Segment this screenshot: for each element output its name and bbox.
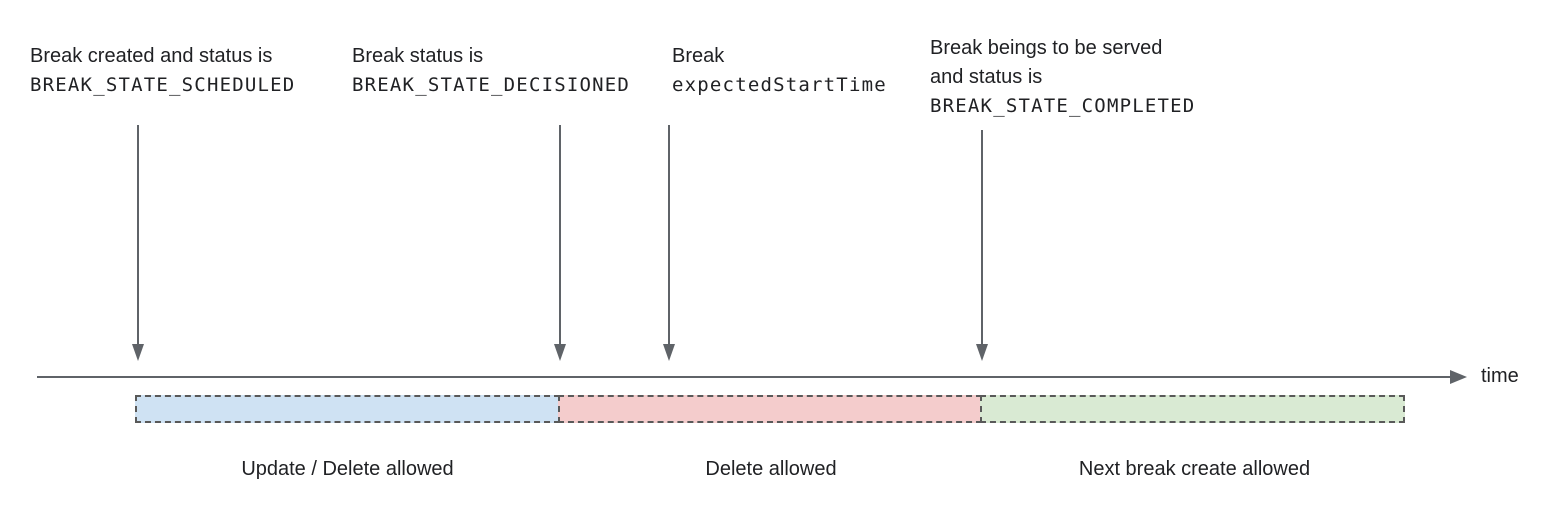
event-down-arrow-1 — [132, 125, 144, 361]
event-down-arrow-4 — [976, 130, 988, 361]
annotation-text: Break status is — [352, 45, 484, 67]
segment-captions: Update / Delete allowed Delete allowed N… — [135, 458, 1407, 481]
segment-update-delete-allowed — [135, 395, 560, 423]
annotation-code: expectedStartTime — [672, 74, 887, 96]
timeline-segments — [135, 395, 1405, 423]
event-down-arrow-2 — [554, 125, 566, 361]
annotation-break-completed: Break beings to be served and status is … — [930, 34, 1195, 121]
annotation-code: BREAK_STATE_SCHEDULED — [30, 74, 296, 96]
time-axis-label: time — [1481, 365, 1519, 387]
segment-caption-delete: Delete allowed — [705, 458, 837, 480]
annotation-break-decisioned: Break status is BREAK_STATE_DECISIONED — [352, 42, 630, 100]
segment-next-break-create-allowed — [980, 395, 1405, 423]
segment-delete-allowed — [558, 395, 982, 423]
annotation-expected-start-time: Break expectedStartTime — [672, 42, 887, 100]
annotation-break-scheduled: Break created and status is BREAK_STATE_… — [30, 42, 295, 100]
time-axis-arrowhead-icon — [1450, 370, 1467, 384]
segment-caption-next-break: Next break create allowed — [1078, 458, 1311, 480]
segment-caption-update-delete: Update / Delete allowed — [241, 458, 454, 480]
annotation-code: BREAK_STATE_COMPLETED — [930, 95, 1196, 117]
annotation-text: Break beings to be served — [930, 37, 1163, 59]
time-axis — [37, 370, 1467, 384]
annotation-code: BREAK_STATE_DECISIONED — [352, 74, 631, 96]
annotation-text: Break — [672, 45, 725, 67]
annotation-text: Break created and status is — [30, 45, 273, 67]
event-down-arrow-3 — [663, 125, 675, 361]
annotation-text: and status is — [930, 66, 1043, 88]
